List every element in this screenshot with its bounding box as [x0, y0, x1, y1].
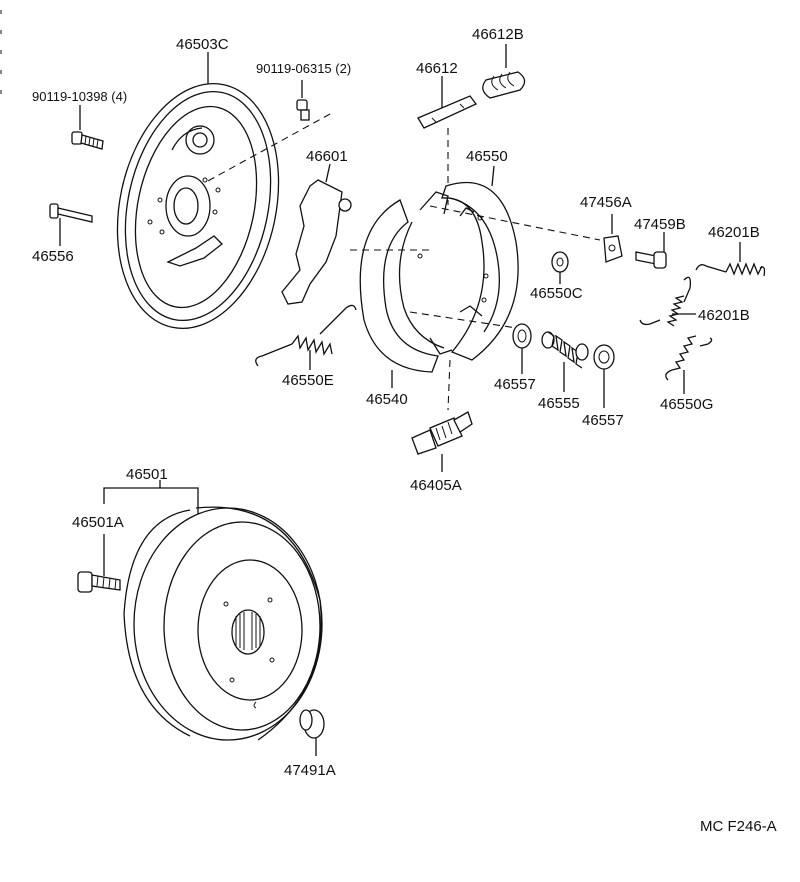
label-cup-left: 46557	[494, 376, 536, 393]
label-strut-spring: 46612B	[472, 26, 524, 43]
label-hold-down: 47456A	[580, 194, 632, 211]
spring-46555-part[interactable]	[541, 331, 589, 369]
label-plug: 47491A	[284, 762, 336, 779]
cup-46557-left-part[interactable]	[512, 323, 532, 349]
plug-47491a-part[interactable]	[299, 709, 325, 739]
label-spring-upper: 46201B	[708, 224, 760, 241]
bolt-47459b-part[interactable]	[635, 251, 667, 269]
strut-spring-46612b-part[interactable]	[482, 71, 526, 99]
diagram-code: MC F246-A	[700, 818, 777, 835]
spring-46550g-part[interactable]	[665, 335, 713, 381]
label-bolt-b: 47459B	[634, 216, 686, 233]
label-spring-55: 46555	[538, 395, 580, 412]
label-spring-g: 46550G	[660, 396, 713, 413]
lever-46601-part[interactable]	[281, 179, 352, 305]
label-spring-e: 46550E	[282, 372, 334, 389]
bolt-10398-part[interactable]	[71, 131, 104, 150]
leader-shoe-46550	[491, 165, 495, 187]
brake-drum-part[interactable]	[123, 506, 323, 741]
label-drum-set: 46501	[126, 466, 168, 483]
hold-down-47456a-part[interactable]	[603, 235, 623, 263]
dash-shoe-spring	[409, 311, 531, 331]
clip-46550c-part[interactable]	[551, 251, 569, 273]
adjuster-46405a-part[interactable]	[411, 359, 473, 455]
label-spring-lower: 46201B	[698, 307, 750, 324]
bracket-46501	[103, 487, 199, 514]
label-backing-plate: 46503C	[176, 36, 229, 53]
label-cup-right: 46557	[582, 412, 624, 429]
leader-lever	[325, 163, 331, 183]
label-adjuster: 46405A	[410, 477, 462, 494]
strut-46612-part[interactable]	[417, 95, 478, 129]
label-lever: 46601	[306, 148, 348, 165]
spring-46201b-upper-part[interactable]	[695, 262, 766, 277]
spring-46201b-lower-part[interactable]	[639, 276, 692, 327]
label-bolt-4: 90119-10398 (4)	[32, 89, 127, 104]
pin-46556-part[interactable]	[49, 203, 93, 223]
label-shoe: 46550	[466, 148, 508, 165]
dash-shoe-pin	[350, 205, 601, 251]
bolt-06315-part[interactable]	[296, 99, 310, 121]
label-pin: 46556	[32, 248, 74, 265]
label-drum-bolt: 46501A	[72, 514, 124, 531]
backing-plate-part[interactable]	[96, 68, 300, 343]
label-clip: 46550C	[530, 285, 583, 302]
brake-shoe-part[interactable]	[359, 181, 519, 373]
cup-46557-right-part[interactable]	[593, 344, 615, 370]
label-bolt-2: 90119-06315 (2)	[256, 61, 351, 76]
drum-bolt-46501a-part[interactable]	[77, 571, 121, 593]
spring-46550e-part[interactable]	[255, 304, 357, 367]
label-strut: 46612	[416, 60, 458, 77]
label-shoe-lower: 46540	[366, 391, 408, 408]
